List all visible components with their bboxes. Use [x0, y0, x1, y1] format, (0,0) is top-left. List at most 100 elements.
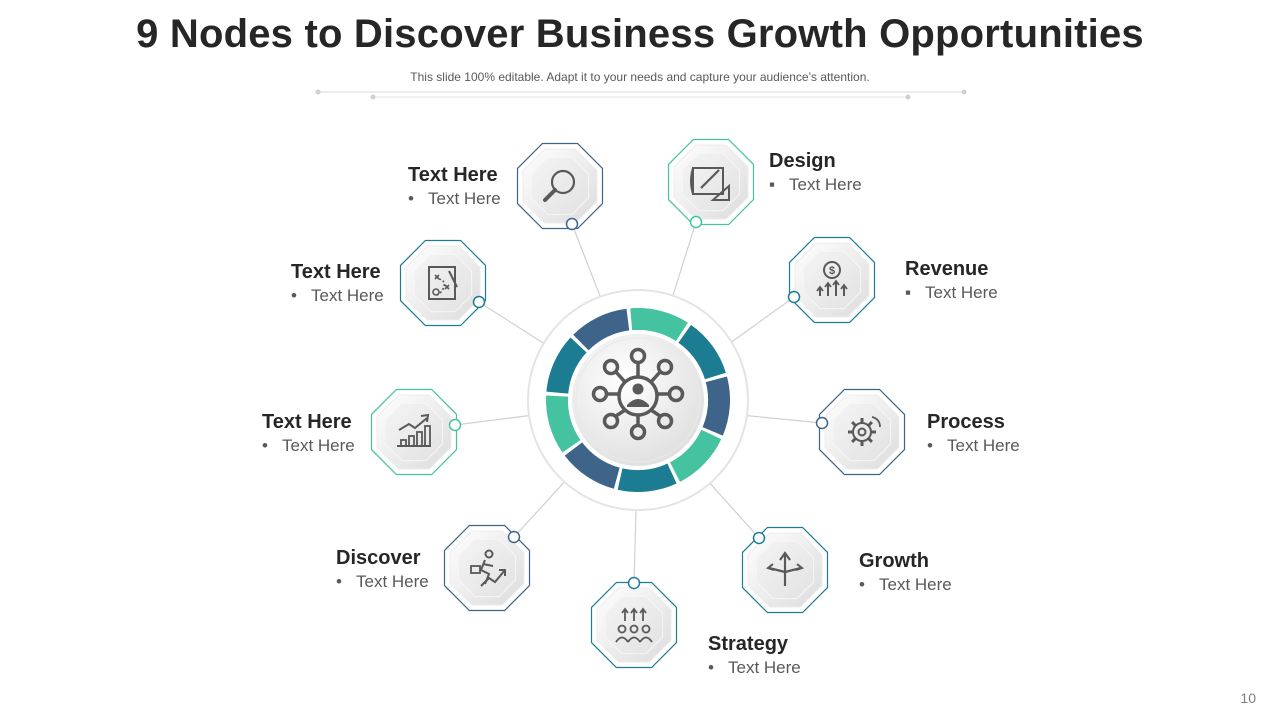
- node-inner: [384, 402, 444, 462]
- node-item: •Text Here: [291, 284, 384, 308]
- bullet-icon: •: [336, 572, 342, 591]
- connector-line: [513, 481, 565, 538]
- connector-line: [454, 415, 530, 426]
- node-6: [590, 576, 678, 669]
- connector-line: [672, 221, 697, 296]
- node-title: Growth: [859, 550, 929, 572]
- node-title: Strategy: [708, 633, 789, 655]
- connector-line: [731, 296, 795, 343]
- bullet-icon: •: [859, 575, 865, 594]
- node-7: [443, 524, 531, 612]
- hub-segment-ring: [545, 307, 731, 492]
- node-item-text: Text Here: [947, 436, 1020, 455]
- node-label-board: Text Here •Text Here: [291, 260, 384, 308]
- node-item: • Text Here: [408, 187, 501, 211]
- node-connector-dot: [627, 576, 641, 590]
- node-label-process: Process • Text Here: [927, 410, 1020, 458]
- node-5: [741, 526, 829, 614]
- node-item-text: Text Here: [428, 189, 501, 208]
- connector-lines: [454, 221, 823, 584]
- slide-title: 9 Nodes to Discover Business Growth Oppo…: [136, 12, 1144, 56]
- node-connector-dot: [689, 215, 703, 229]
- node-inner: [530, 156, 590, 216]
- node-title: Text Here: [291, 261, 381, 283]
- node-item-text: Text Here: [925, 283, 998, 302]
- bullet-icon: ▪: [769, 175, 776, 194]
- node-4: [815, 388, 906, 476]
- hub-segment: [546, 337, 587, 394]
- revenue-arrows-icon: $: [816, 261, 848, 296]
- node-label-search: Text Here • Text Here: [408, 163, 501, 211]
- slide-subtitle: This slide 100% editable. Adapt it to yo…: [410, 70, 870, 84]
- node-1: [516, 142, 604, 231]
- node-item-text: Text Here: [311, 286, 384, 305]
- node-group: $: [370, 138, 906, 669]
- node-connector-dot: [787, 290, 801, 304]
- svg-text:$: $: [829, 265, 835, 277]
- network-people-icon: [591, 347, 685, 441]
- magnifier-icon: [543, 169, 576, 202]
- node-title: Revenue: [905, 258, 989, 280]
- hub-segment: [545, 395, 581, 453]
- bullet-icon: •: [408, 189, 414, 208]
- node-item-text: Text Here: [879, 575, 952, 594]
- blueprint-design-icon: [690, 167, 730, 201]
- hub-segment: [564, 442, 620, 489]
- subtitle-divider: [315, 89, 967, 100]
- node-title: Text Here: [408, 164, 498, 186]
- node-item: • Text Here: [336, 570, 429, 594]
- node-label-growth: Growth • Text Here: [859, 549, 952, 597]
- node-item: • Text Here: [859, 573, 952, 597]
- hub-segment: [670, 429, 722, 482]
- page-number: 10: [1240, 690, 1256, 706]
- node-9: [399, 239, 487, 327]
- node-8: [370, 388, 462, 476]
- node-item-text: Text Here: [356, 572, 429, 591]
- central-hub: [527, 289, 749, 511]
- node-inner: [832, 402, 892, 462]
- connector-line: [478, 301, 545, 344]
- node-title: Discover: [336, 547, 421, 569]
- hub-segment: [678, 324, 726, 380]
- node-item: • Text Here: [708, 656, 801, 680]
- hub-segment: [617, 463, 677, 492]
- node-connector-dot: [565, 217, 579, 231]
- gear-process-icon: [848, 416, 881, 446]
- node-item: •Text Here: [262, 434, 355, 458]
- bullet-icon: ▪: [905, 283, 912, 302]
- hub-segment: [702, 376, 731, 436]
- connector-line: [746, 415, 823, 424]
- hub-segment: [573, 308, 630, 351]
- node-connector-dot: [507, 530, 521, 544]
- node-connector-dot: [815, 416, 829, 430]
- node-item-text: Text Here: [728, 658, 801, 677]
- node-inner: [457, 538, 517, 598]
- node-item: ▪Text Here: [769, 173, 862, 197]
- node-connector-dot: [472, 295, 486, 309]
- connector-line: [633, 509, 637, 584]
- bullet-icon: •: [262, 436, 268, 455]
- discover-runner-icon: [470, 549, 506, 587]
- node-title: Text Here: [262, 411, 352, 433]
- hub-segment: [630, 307, 688, 342]
- node-label-design: Design ▪Text Here: [769, 149, 862, 197]
- node-item: ▪ Text Here: [905, 281, 998, 305]
- node-inner: [413, 253, 473, 313]
- node-title: Process: [927, 411, 1005, 433]
- strategy-board-icon: [428, 266, 458, 300]
- bullet-icon: •: [708, 658, 714, 677]
- connector-line: [709, 482, 760, 539]
- person-silhouette-icon: [627, 383, 649, 407]
- node-label-discover: Discover • Text Here: [336, 546, 429, 594]
- node-label-strategy: Strategy • Text Here: [708, 632, 801, 680]
- node-item: • Text Here: [927, 434, 1020, 458]
- bullet-icon: •: [927, 436, 933, 455]
- node-label-revenue: Revenue ▪ Text Here: [905, 257, 998, 305]
- node-connector-dot: [448, 418, 462, 432]
- connector-line: [571, 223, 601, 297]
- node-title: Design: [769, 150, 836, 172]
- node-connector-dot: [752, 531, 766, 545]
- growth-direction-icon: [765, 551, 805, 586]
- bar-chart-growth-icon: [397, 413, 431, 447]
